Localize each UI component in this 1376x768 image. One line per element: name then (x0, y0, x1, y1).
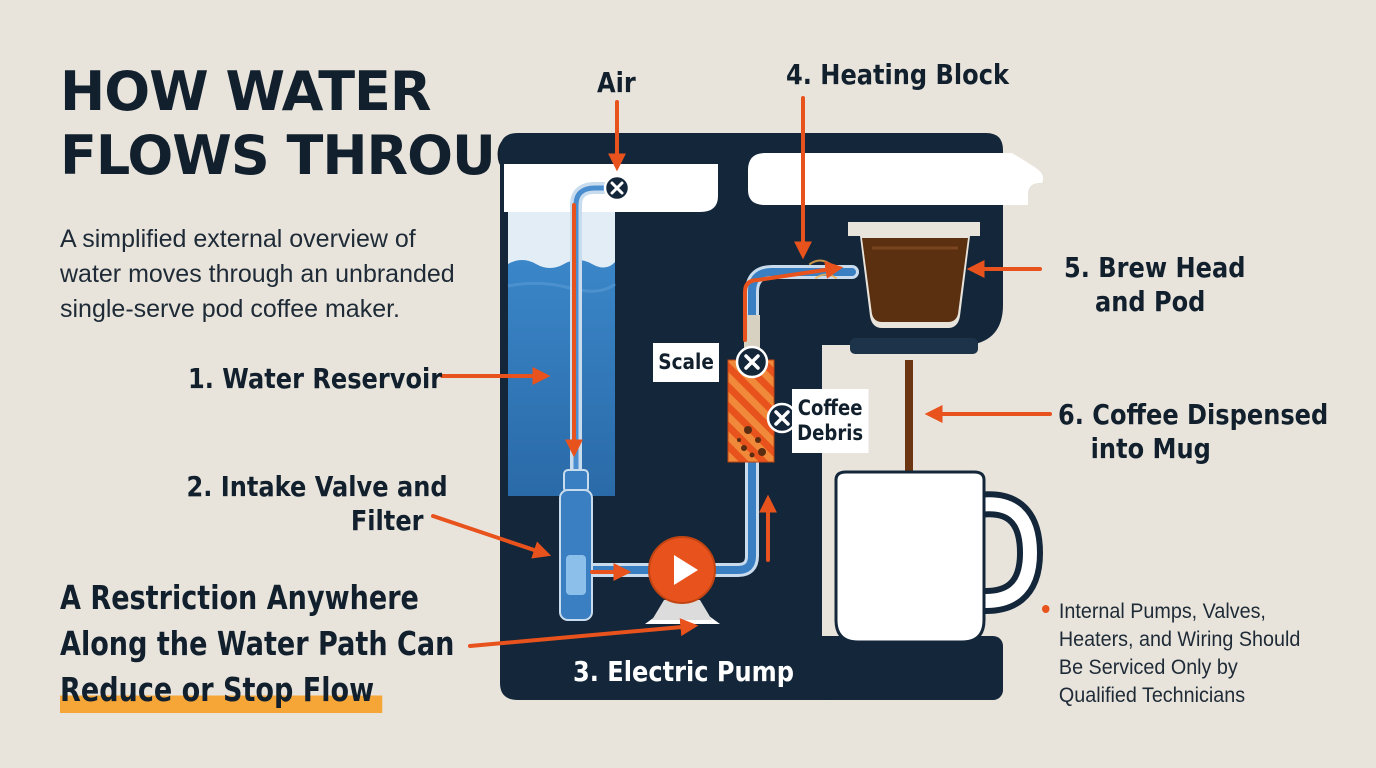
coffee-stream (905, 360, 913, 472)
subtitle-line-3: single-serve pod coffee maker. (60, 295, 401, 323)
air-label: Air (597, 66, 636, 99)
coffee-debris-tag-line-1: Coffee (797, 396, 863, 420)
service-note-line-2: Heaters, and Wiring Should (1058, 628, 1301, 651)
brew-head-label: 5. Brew Head and Pod (1064, 251, 1245, 319)
pump-play-icon (674, 555, 698, 585)
subtitle-line-1: A simplified external overview of (60, 225, 416, 253)
scale-blockage-icon (735, 345, 769, 379)
coffee-debris-tag-line-2: Debris (797, 421, 864, 445)
title-line-2: FLOWS THROUGH (60, 124, 583, 187)
warning-line-3-highlight: Reduce or Stop Flow (60, 667, 383, 713)
coffee-mug (834, 360, 1044, 644)
coffee-dispensed-label-line-1: 6. Coffee Dispensed (1058, 398, 1329, 431)
electric-pump-label: 3. Electric Pump (573, 655, 795, 688)
intake-valve-label: 2. Intake Valve and Filter (187, 470, 448, 538)
subtitle: A simplified external overview of water … (60, 222, 480, 327)
intake-valve-label-line-2: Filter (351, 504, 424, 537)
blockage-markers (603, 174, 798, 434)
coffee-dispensed-label: 6. Coffee Dispensed into Mug (1058, 398, 1328, 466)
warning-line-1: A Restriction Anywhere (60, 578, 419, 617)
heating-block-label: 4. Heating Block (786, 58, 1009, 91)
flow-arrows (565, 203, 844, 581)
coffee-debris-particles (737, 426, 766, 458)
restriction-warning: A Restriction Anywhere Along the Water P… (60, 575, 454, 713)
machine-lid (748, 153, 1044, 205)
service-note-line-3: Be Serviced Only by (1058, 656, 1238, 679)
air-blockage-icon (603, 174, 631, 202)
coffee-debris-tag: Coffee Debris (792, 389, 869, 453)
intake-valve-label-line-1: 2. Intake Valve and (186, 470, 448, 503)
brew-head-label-line-1: 5. Brew Head (1064, 251, 1246, 284)
service-note: Internal Pumps, Valves, Heaters, and Wir… (1042, 598, 1324, 710)
service-note-line-1: Internal Pumps, Valves, (1058, 600, 1266, 623)
warning-line-2: Along the Water Path Can (60, 624, 455, 663)
water-reservoir-label: 1. Water Reservoir (188, 362, 443, 395)
bullet-icon (1042, 605, 1050, 613)
coffee-dispensed-label-line-2: into Mug (1090, 432, 1211, 465)
callout-arrows (431, 96, 1052, 648)
subtitle-line-2: water moves through an unbranded (60, 260, 455, 288)
intake-valve (559, 469, 593, 621)
scale-tag: Scale (653, 343, 720, 382)
drip-tray (822, 636, 1003, 700)
brew-head-pod (848, 222, 980, 354)
water-reservoir (504, 164, 718, 496)
service-note-line-4: Qualified Technicians (1058, 684, 1246, 707)
service-note-text: Internal Pumps, Valves, Heaters, and Wir… (1059, 598, 1324, 710)
page-title: HOW WATER FLOWS THROUGH (60, 60, 583, 188)
brew-head-label-line-2: and Pod (1094, 285, 1206, 318)
title-line-1: HOW WATER (60, 60, 432, 123)
